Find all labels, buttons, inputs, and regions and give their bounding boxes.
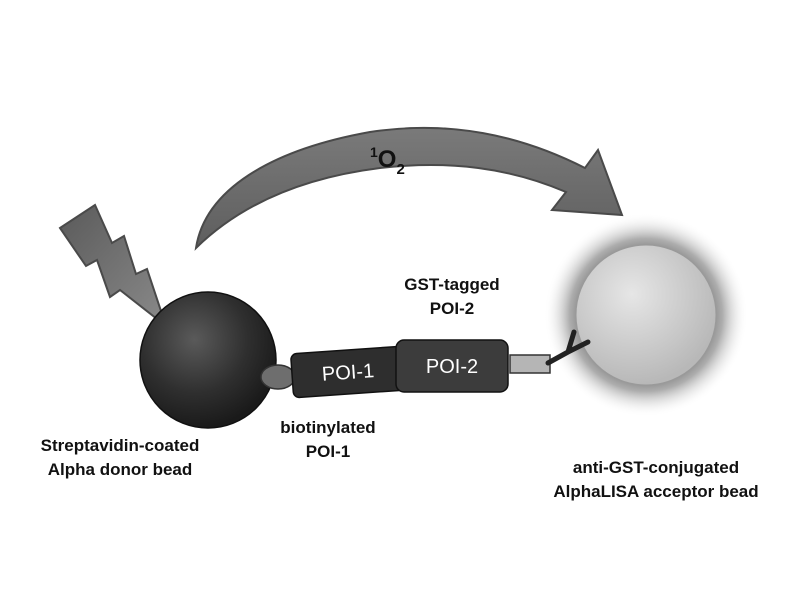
biotin-oval	[260, 364, 296, 390]
poi2-box-label: POI-2	[426, 356, 478, 378]
gst-label-line2: POI-2	[430, 299, 474, 318]
biotin-label-line1: biotinylated	[280, 418, 375, 437]
singlet-oxygen-label: 1O2	[370, 144, 405, 178]
lightning-bolt-icon	[58, 203, 168, 329]
poi2-box	[395, 339, 509, 393]
antibody-icon	[545, 329, 591, 366]
singlet-oxygen-main: O	[378, 146, 397, 173]
energy-transfer-arrow	[194, 126, 624, 251]
singlet-oxygen-sub: 2	[396, 161, 404, 178]
gst-label-line1: GST-tagged	[404, 275, 499, 294]
gst-tag	[509, 354, 551, 374]
biotin-label-line2: POI-1	[306, 442, 350, 461]
acceptor-label-line2: AlphaLISA acceptor bead	[553, 482, 758, 501]
singlet-oxygen-prefix: 1	[370, 144, 378, 160]
donor-label-line1: Streptavidin-coated	[41, 436, 200, 455]
poi1-box-label: POI-1	[321, 360, 375, 386]
donor-label-line2: Alpha donor bead	[48, 460, 193, 479]
acceptor-label-line1: anti-GST-conjugated	[573, 458, 739, 477]
donor-bead	[139, 291, 277, 429]
acceptor-bead	[575, 244, 717, 386]
